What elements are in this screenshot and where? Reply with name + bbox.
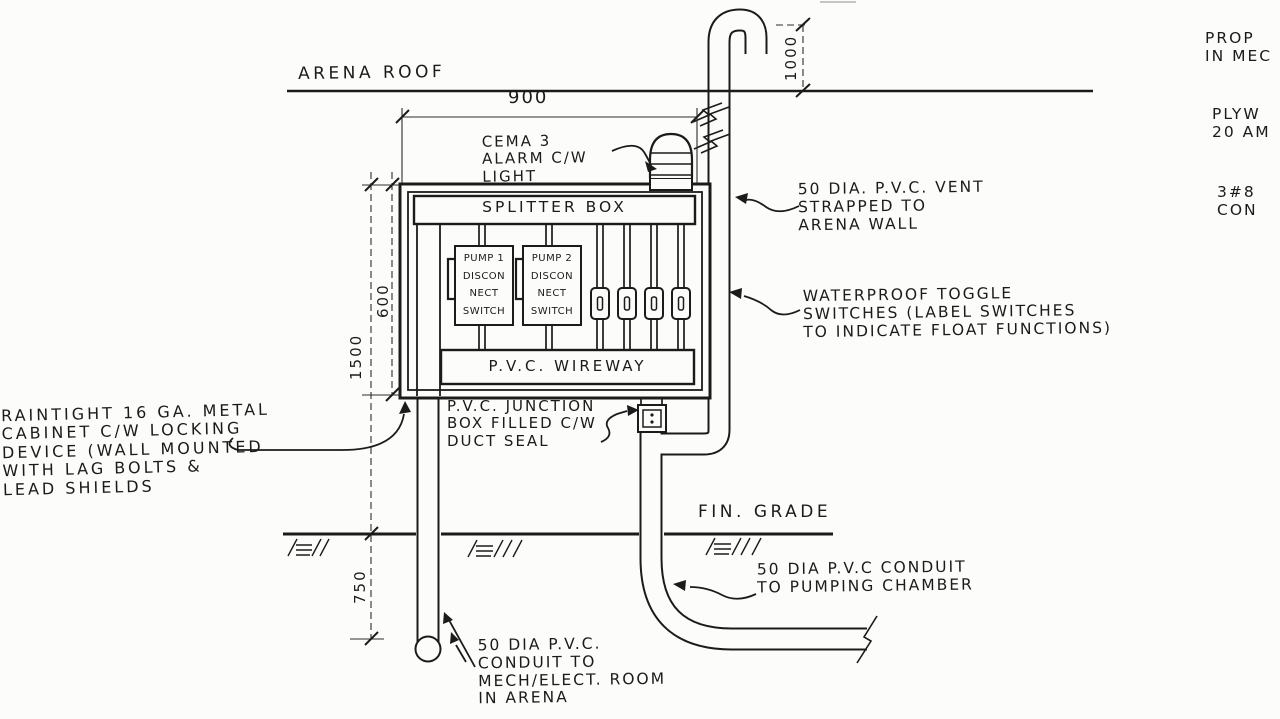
toggle-switches — [590, 287, 691, 320]
edge-note-2: PLYW 20 AM — [1212, 105, 1271, 141]
pump1-switch-handle — [446, 257, 455, 301]
pipe-white-strokes — [418, 10, 867, 649]
pump1-disconnect-switch — [454, 245, 514, 326]
pump2-disconnect-switch — [522, 245, 582, 326]
fin-grade-label: FIN. GRADE — [698, 502, 832, 522]
splitter-box-label: SPLITTER BOX — [482, 198, 627, 216]
arena-roof-label: ARENA ROOF — [297, 61, 446, 85]
pump1-switch-label: PUMP 1 DISCON NECT SWITCH — [462, 253, 506, 317]
pvc-wireway — [439, 348, 696, 386]
dim-1000: 1000 — [782, 34, 800, 81]
dim-600: 600 — [374, 283, 392, 318]
alarm-light — [648, 132, 694, 191]
toggle-switches-note: WATERPROOF TOGGLE SWITCHES (LABEL SWITCH… — [802, 284, 1113, 341]
dim-900: 900 — [508, 87, 549, 108]
conduit-mech-note: 50 DIA P.V.C. CONDUIT TO MECH/ELECT. ROO… — [477, 634, 667, 708]
dimension-ticks — [364, 17, 811, 646]
arrowheads — [399, 161, 748, 644]
pvc-junction-box — [637, 398, 667, 433]
edge-note-3: 3#8 CON — [1217, 183, 1258, 219]
wires — [478, 224, 685, 350]
junction-box-note: P.V.C. JUNCTION BOX FILLED C/W DUCT SEAL — [447, 397, 597, 450]
pump2-switch-handle — [514, 257, 523, 301]
ground-hatch — [287, 537, 762, 558]
alarm-light-note: CEMA 3 ALARM C/W LIGHT — [481, 131, 588, 186]
dim-1500: 1500 — [347, 333, 365, 380]
splitter-box — [412, 194, 697, 226]
conduit-bell-end — [414, 635, 442, 663]
toggle-slots — [596, 296, 685, 311]
edge-note-1: PROP IN MEC — [1205, 29, 1273, 65]
wireway-label: P.V.C. WIREWAY — [488, 357, 647, 375]
conduit-pumping-note: 50 DIA P.V.C CONDUIT TO PUMPING CHAMBER — [756, 557, 974, 597]
dim-750: 750 — [351, 569, 369, 604]
vent-pipe-note: 50 DIA. P.V.C. VENT STRAPPED TO ARENA WA… — [797, 177, 985, 234]
metal-cabinet-note: RAINTIGHT 16 GA. METAL CABINET C/W LOCKI… — [0, 399, 271, 499]
dimension-lines — [350, 24, 806, 640]
pipe-break-symbols — [692, 102, 878, 664]
metal-cabinet — [398, 182, 712, 400]
pump2-switch-label: PUMP 2 DISCON NECT SWITCH — [530, 253, 574, 317]
leader-arrows — [228, 144, 801, 668]
